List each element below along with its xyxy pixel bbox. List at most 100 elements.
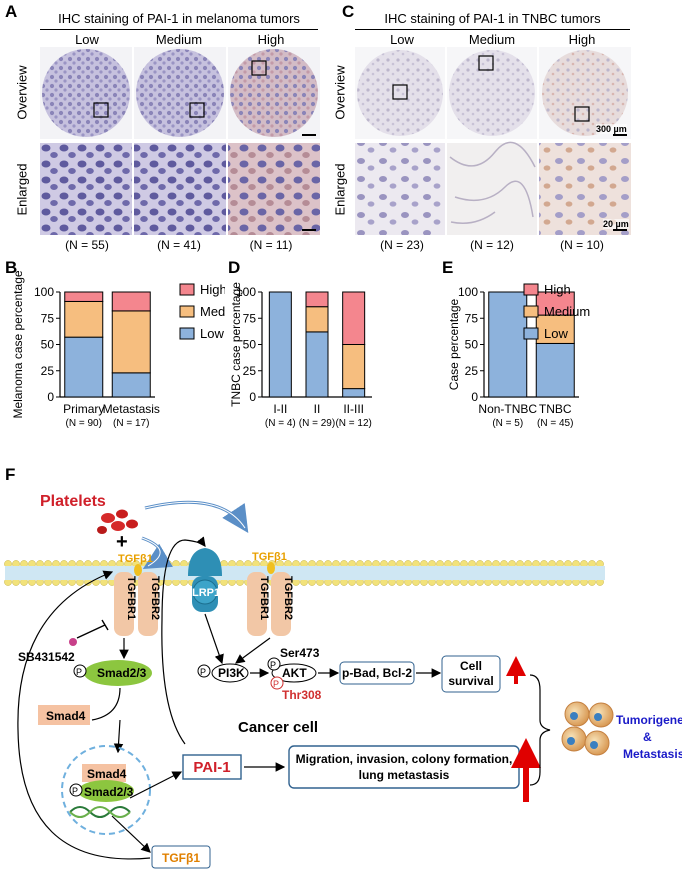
nuclear-smad4-label: Smad4: [87, 767, 127, 781]
akt-label: AKT: [282, 666, 307, 680]
core-c-high: [542, 50, 628, 136]
pbad-bcl2-label: p-Bad, Bcl-2: [342, 666, 412, 680]
sb431542-label: SB431542: [18, 650, 75, 664]
panel-c-micrographs: [355, 47, 631, 235]
x-category-label: Non-TNBC: [478, 402, 537, 416]
y-tick-label: 25: [243, 364, 257, 378]
x-category-count: (N = 17): [113, 418, 149, 429]
x-category-label: II-III: [343, 402, 364, 416]
panel-a-count-low: (N = 55): [65, 238, 109, 252]
legend-swatch-low: [523, 327, 539, 340]
panel-letter-b: B: [5, 258, 18, 277]
lrp1-label: LRP1: [192, 587, 220, 599]
panel-c-title: IHC staining of PAI-1 in TNBC tumors: [384, 11, 601, 26]
x-category-count: (N = 4): [265, 418, 296, 429]
cell-survival-label: Cell survival: [448, 659, 494, 688]
x-category-label: Metastasis: [103, 402, 160, 416]
panel-a-col-medium: Medium: [155, 32, 203, 47]
y-tick-label: 100: [34, 285, 54, 299]
nuclear-phospho-p: P: [72, 786, 78, 796]
bar-segment-low: [305, 331, 329, 398]
panel-a-row-enlarged: Enlarged: [14, 163, 30, 216]
bar-segment-low: [535, 342, 575, 398]
tgfb1-ligand-left: TGFβ1: [118, 553, 153, 565]
y-tick-label: 75: [243, 311, 257, 325]
x-category-count: (N = 29): [299, 418, 335, 429]
x-category-label: TNBC: [539, 402, 572, 416]
y-tick-label: 0: [471, 390, 478, 404]
panel-a-col-low: Low: [75, 32, 99, 47]
bar-segment-high: [342, 291, 366, 345]
nuclear-smad23-label: Smad2/3: [84, 785, 134, 799]
x-category-label: I-II: [273, 402, 287, 416]
y-tick-label: 50: [465, 338, 479, 352]
x-category-count: (N = 5): [492, 418, 523, 429]
legend-swatch-medium: [179, 305, 195, 318]
panel-c-col-medium: Medium: [468, 32, 516, 47]
bar-segment-medium: [305, 306, 329, 333]
phospho-smad-p: P: [76, 667, 82, 677]
panel-a-count-medium: (N = 41): [157, 238, 201, 252]
y-axis-label: TNBC case percentage: [229, 282, 243, 407]
panel-a-count-high: (N = 11): [249, 238, 293, 252]
panel-letter-f: F: [5, 465, 16, 484]
y-tick-label: 25: [465, 364, 479, 378]
tgfbr-receptor-right: [247, 572, 291, 636]
tumor-cell-cluster: [561, 701, 614, 756]
panel-c-col-high: High: [568, 32, 596, 47]
bar-segment-medium: [64, 300, 104, 338]
panel-c-count-medium: (N = 12): [470, 238, 514, 252]
y-tick-label: 0: [249, 390, 256, 404]
metastasis-label: Metastasis: [623, 747, 682, 761]
y-tick-label: 75: [465, 311, 479, 325]
panel-c-row-enlarged: Enlarged: [332, 163, 348, 216]
legend-label-high: High: [200, 282, 225, 297]
y-tick-label: 50: [243, 338, 257, 352]
panel-a-row-overview: Overview: [14, 65, 30, 120]
panel-letter-c: C: [342, 2, 355, 21]
core-a-low: [42, 49, 130, 137]
migration-invasion-label: Migration, invasion, colony formation, l…: [295, 752, 513, 782]
legend-label-low: Low: [200, 326, 224, 341]
ampersand-label: &: [643, 730, 652, 744]
x-category-count: (N = 90): [66, 418, 102, 429]
panel-c-col-low: Low: [390, 32, 414, 47]
cancer-cell-label: Cancer cell: [238, 719, 318, 736]
cell-membrane: [4, 560, 605, 586]
pi3k-label: PI3K: [218, 666, 245, 680]
plus-sign: +: [116, 531, 128, 553]
y-axis-label: Melanoma case percentage: [11, 270, 25, 418]
akt-phospho-p-bottom: P: [273, 679, 279, 689]
bar-segment-high: [305, 291, 329, 308]
bar-segment-high: [111, 291, 151, 312]
y-tick-label: 100: [458, 285, 478, 299]
tgfbr-receptor-left: [114, 572, 158, 636]
tgfb1-ligand-right: TGFβ1: [252, 551, 287, 563]
scale-bar-300um: 300 µm: [596, 124, 627, 134]
bar-segment-low: [342, 388, 366, 398]
x-category-label: II: [314, 402, 321, 416]
platelet-icons: [97, 509, 138, 534]
bar-segment-medium: [111, 310, 151, 374]
core-c-medium: [449, 50, 535, 136]
tgfbr1-left-label: TGFBR1: [125, 576, 137, 620]
pathway-diagram: Platelets + TGFβ1 TGFβ1 TGFBR1 TGFBR2 TG…: [4, 493, 682, 869]
y-tick-label: 25: [41, 364, 55, 378]
scale-bar-20um: 20 µm: [603, 219, 629, 229]
panel-a-title-rule: [40, 29, 318, 30]
tgfb1-secreted-label: TGFβ1: [162, 851, 200, 865]
tgfbr2-left-label: TGFBR2: [149, 576, 161, 620]
legend-label-high: High: [544, 282, 571, 297]
y-tick-label: 75: [41, 311, 55, 325]
ser473-label: Ser473: [280, 646, 320, 660]
x-category-count: (N = 45): [537, 418, 573, 429]
tumorigenesis-label: Tumorigenesis: [616, 713, 682, 727]
pi3k-phospho-p: P: [200, 667, 206, 677]
legend-swatch-high: [523, 283, 539, 296]
bar-segment-low: [488, 291, 528, 398]
bar-segment-medium: [342, 344, 366, 390]
legend-label-medium: Medium: [200, 304, 225, 319]
